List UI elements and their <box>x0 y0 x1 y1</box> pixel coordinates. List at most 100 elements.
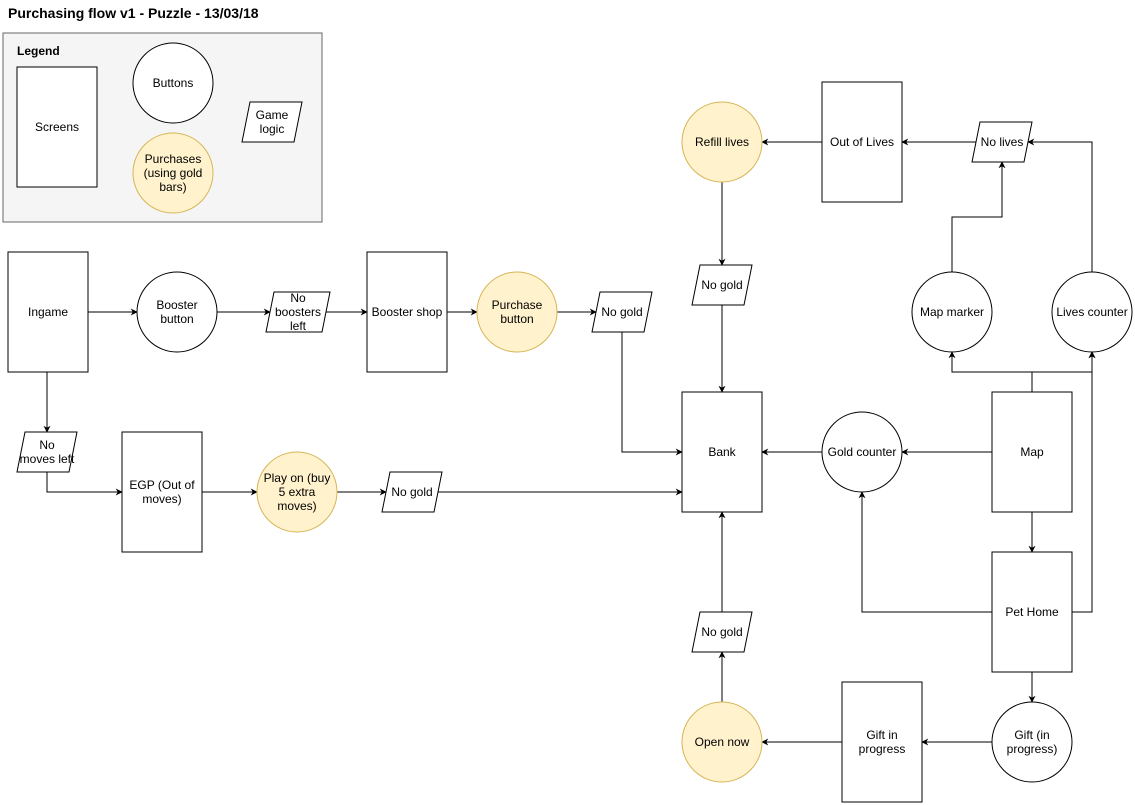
edge-map-to-lives-counter <box>1032 351 1096 373</box>
logic-parallelogram <box>591 291 653 333</box>
node-no-lives: No lives <box>971 121 1033 163</box>
node-open-now: Open now <box>681 701 763 783</box>
button-circle <box>1051 271 1133 353</box>
node-out-of-lives: Out of Lives <box>821 81 903 203</box>
edge-pet-home-to-gold-counter <box>858 491 992 613</box>
purchase-circle <box>681 101 763 183</box>
legend-title: Legend <box>17 44 60 58</box>
edge-map-marker-to-no-lives <box>951 161 1006 272</box>
node-label: Screens <box>35 120 79 134</box>
screen-rect <box>991 391 1073 513</box>
node-label: Lives counter <box>1056 305 1127 319</box>
node-label: Play on (buy <box>264 471 331 485</box>
node-label: Purchases <box>145 152 202 166</box>
node-label: moves) <box>277 499 316 513</box>
node-map: Map <box>991 391 1073 513</box>
node-no-gold-4: No gold <box>691 611 753 653</box>
node-lives-counter: Lives counter <box>1051 271 1133 353</box>
node-label: Purchase <box>492 298 543 312</box>
node-label: button <box>160 312 193 326</box>
node-label: Gift in <box>866 728 897 742</box>
node-label: No <box>39 438 55 452</box>
node-gold-counter: Gold counter <box>821 411 903 493</box>
node-label: logic <box>260 122 285 136</box>
screen-rect <box>121 431 203 553</box>
node-ingame: Ingame <box>7 251 89 373</box>
screen-rect <box>841 681 923 803</box>
button-circle <box>136 271 218 353</box>
edge-lives-counter-to-no-lives <box>1027 138 1093 272</box>
logic-parallelogram <box>16 431 78 473</box>
edge-pet-home-to-lives-counter <box>1072 351 1096 613</box>
node-map-marker: Map marker <box>911 271 993 353</box>
logic-parallelogram <box>381 471 443 513</box>
purchase-circle <box>681 701 763 783</box>
node-label: progress <box>859 742 906 756</box>
edge-map-to-map-marker <box>948 351 1033 392</box>
node-label: Map marker <box>920 305 984 319</box>
edge-no-gold-1-to-bank <box>621 332 683 456</box>
node-label: No gold <box>701 625 742 639</box>
node-label: Ingame <box>28 305 68 319</box>
edges <box>43 138 1096 746</box>
node-no-gold-3: No gold <box>691 264 753 306</box>
node-label: (using gold <box>144 166 203 180</box>
node-booster-shop: Booster shop <box>366 251 448 373</box>
node-label: EGP (Out of <box>129 478 195 492</box>
node-label: Booster shop <box>372 305 443 319</box>
node-label: No <box>290 291 306 305</box>
node-label: boosters <box>275 305 321 319</box>
node-label: Booster <box>156 298 197 312</box>
node-label: Gift (in <box>1014 728 1049 742</box>
node-label: No gold <box>391 485 432 499</box>
node-label: 5 extra <box>279 485 316 499</box>
node-label: Refill lives <box>695 135 749 149</box>
node-label: No gold <box>601 305 642 319</box>
node-label: Bank <box>708 445 736 459</box>
node-label: Pet Home <box>1005 605 1059 619</box>
purchase-circle <box>256 451 338 533</box>
node-label: progress) <box>1007 742 1058 756</box>
node-label: No lives <box>981 135 1024 149</box>
node-label: No gold <box>701 278 742 292</box>
logic-parallelogram <box>241 101 303 143</box>
legend: Legend Screens ButtonsGamelogicPurchases(… <box>2 32 323 223</box>
screen-rect <box>991 551 1073 673</box>
node-label: moves) <box>142 492 181 506</box>
legend-lg-screens: Screens <box>16 66 98 188</box>
button-circle <box>991 701 1073 783</box>
edge-no-moves-left-to-egp <box>46 472 123 496</box>
screen-rect <box>7 251 89 373</box>
node-label: left <box>290 319 307 333</box>
node-label: Buttons <box>153 76 194 90</box>
screen-rect <box>366 251 448 373</box>
node-bank: Bank <box>681 391 763 513</box>
node-label: button <box>500 312 533 326</box>
node-no-gold-2: No gold <box>381 471 443 513</box>
screen-rect <box>16 66 98 188</box>
node-label: moves left <box>20 452 75 466</box>
logic-parallelogram <box>265 291 331 333</box>
node-label: Out of Lives <box>830 135 894 149</box>
button-circle <box>132 42 214 124</box>
node-label: Open now <box>695 735 750 749</box>
purchase-circle <box>476 271 558 353</box>
screen-rect <box>821 81 903 203</box>
logic-parallelogram <box>691 264 753 306</box>
logic-parallelogram <box>691 611 753 653</box>
screen-rect <box>681 391 763 513</box>
button-circle <box>911 271 993 353</box>
node-label: bars) <box>159 180 186 194</box>
node-pet-home: Pet Home <box>991 551 1073 673</box>
legend-lg-buttons: Buttons <box>132 42 214 124</box>
